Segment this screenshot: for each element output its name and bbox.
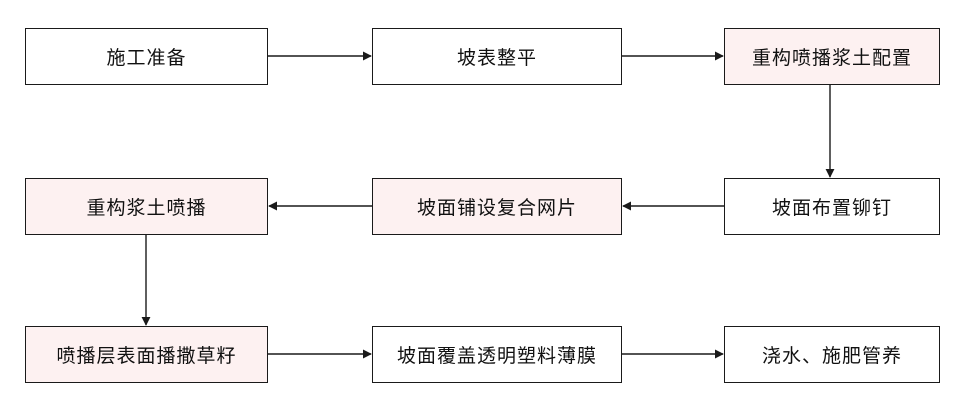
step-mesh-laying: 坡面铺设复合网片 [372, 178, 622, 235]
step-construction-prep: 施工准备 [25, 28, 268, 85]
step-label: 重构喷播浆土配置 [751, 47, 912, 69]
step-anchor-placement: 坡面布置铆钉 [724, 178, 940, 235]
step-film-covering: 坡面覆盖透明塑料薄膜 [372, 326, 622, 383]
step-soil-spraying: 重构浆土喷播 [25, 178, 268, 235]
step-label: 坡面布置铆钉 [771, 197, 892, 219]
step-label: 坡面铺设复合网片 [416, 197, 577, 219]
step-slope-leveling: 坡表整平 [372, 28, 622, 85]
step-label: 坡面覆盖透明塑料薄膜 [396, 345, 597, 367]
step-label: 浇水、施肥管养 [761, 345, 902, 367]
step-grass-seeding: 喷播层表面播撒草籽 [25, 326, 268, 383]
step-label: 喷播层表面播撒草籽 [56, 345, 237, 367]
step-slurry-preparation: 重构喷播浆土配置 [724, 28, 940, 85]
step-watering-maintenance: 浇水、施肥管养 [724, 326, 940, 383]
step-label: 施工准备 [106, 47, 187, 69]
step-label: 重构浆土喷播 [86, 197, 207, 219]
step-label: 坡表整平 [456, 47, 537, 69]
